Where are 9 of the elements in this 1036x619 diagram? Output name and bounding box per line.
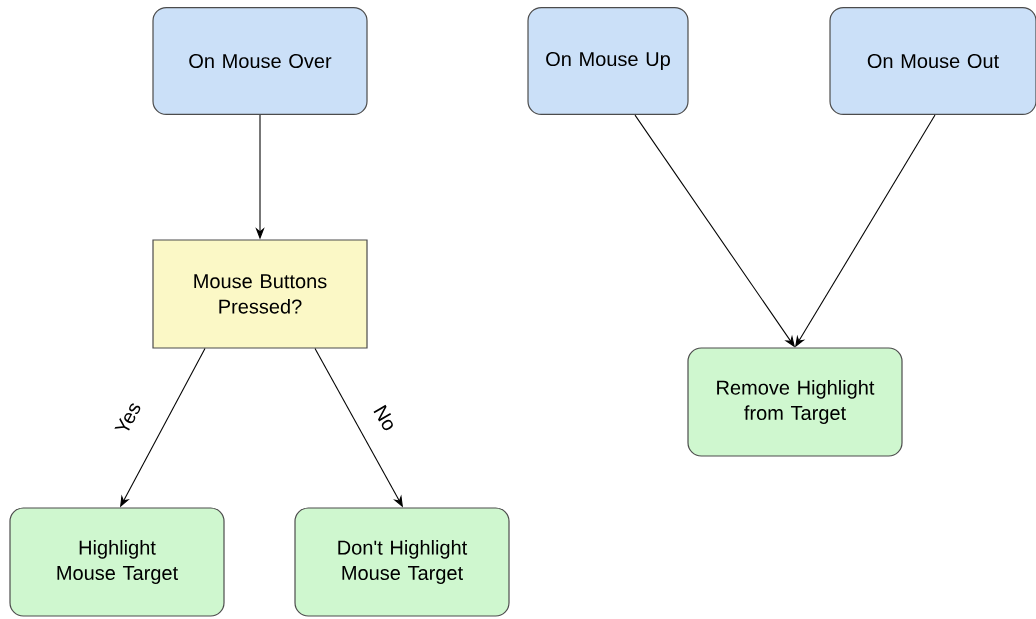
action-box: Don't Highlight Mouse Target — [294, 507, 510, 617]
action-box: Highlight Mouse Target — [9, 507, 225, 617]
edge-label: Yes — [112, 398, 144, 438]
event-box: On Mouse Up — [527, 6, 689, 116]
edge-label: No — [370, 401, 400, 435]
action-box: Remove Highlight from Target — [687, 347, 903, 457]
decision-box: Mouse Buttons Pressed? — [152, 239, 368, 349]
event-box: On Mouse Over — [152, 6, 368, 116]
event-box: On Mouse Out — [829, 6, 1036, 116]
